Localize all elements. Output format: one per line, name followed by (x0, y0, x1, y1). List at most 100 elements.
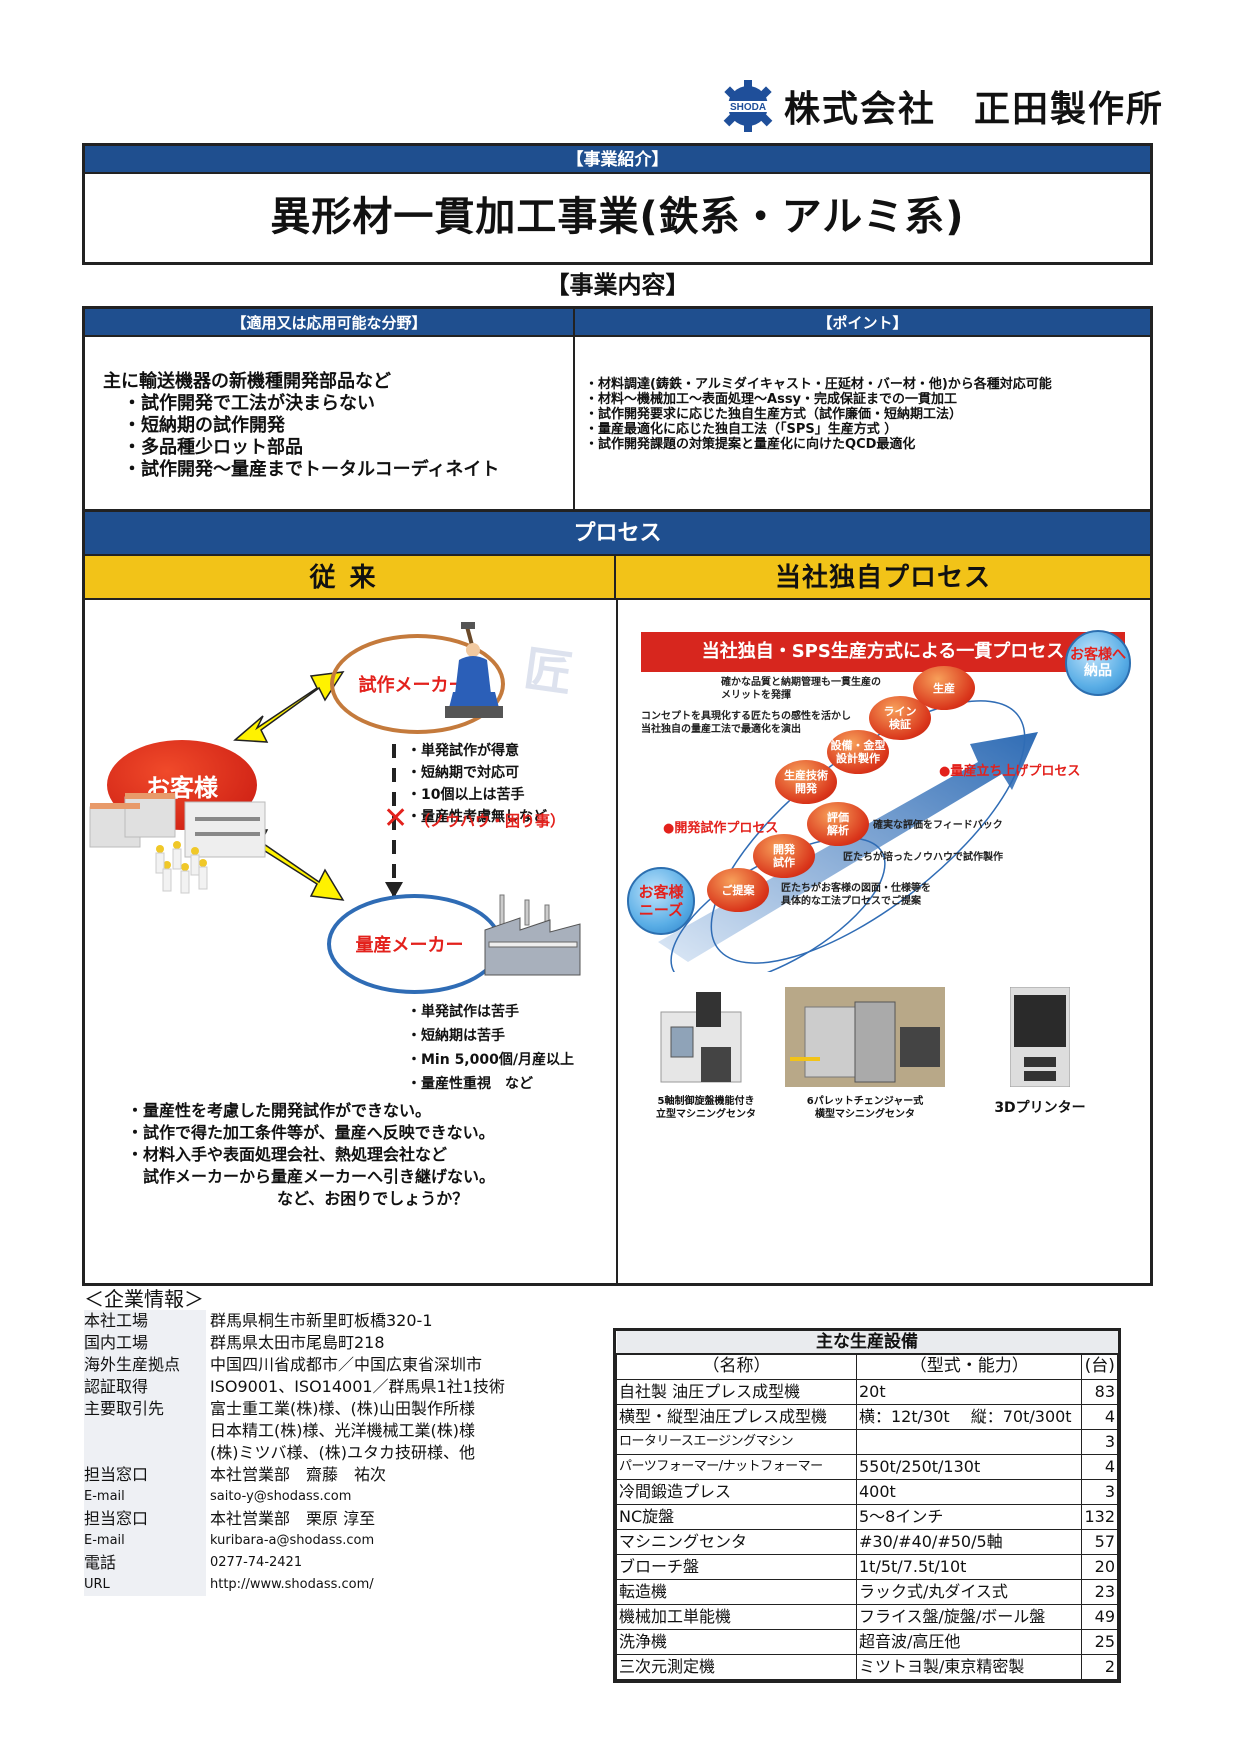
machine-caption: 横型マシニングセンタ (815, 1109, 915, 1120)
website-link[interactable]: http://www.shodass.com/ (210, 1577, 374, 1592)
points-header: 【ポイント】 (575, 309, 1150, 337)
equipment-spec: 400t (855, 1478, 1083, 1505)
equipment-name: 冷間鍛造プレス (616, 1478, 857, 1505)
mass-production-maker-notes: ・単発試作は苦手 ・短納期は苦手 ・Min 5,000個/月産以上 ・量産性重視… (407, 1000, 574, 1096)
list-item: 量産最適化に応じた独自工法（「SPS」生産方式 ） (585, 422, 1150, 437)
equipment-name: 機械加工単能機 (616, 1603, 857, 1630)
equipment-name: パーツフォーマー/ナットフォーマー (616, 1453, 857, 1480)
step-production: 生産 (913, 666, 975, 710)
proposal-note: 匠たちがお客様の図面・仕様等を 具体的な工法プロセスでご提案 (781, 882, 931, 908)
equipment-count: 57 (1081, 1528, 1118, 1555)
info-label: E-mail (84, 1486, 206, 1508)
problem-item: ・材料入手や表面処理会社、熱処理会社など (127, 1145, 448, 1164)
list-item: 試作開発要求に応じた独自生産方式（試作廉価・短納期工法） (585, 407, 1150, 422)
3d-printer-image (1009, 986, 1071, 1088)
equipment-spec: 5～8インチ (855, 1503, 1083, 1530)
info-value: 富士重工業(株)様、(株)山田製作所様 (210, 1399, 475, 1418)
company-info: ＜企業情報＞ 本社工場群馬県桐生市新里町板橋320-1 国内工場群馬県太田市尾島… (84, 1288, 554, 1596)
problem-item: ・試作で得た加工条件等が、量産へ反映できない。 (127, 1123, 495, 1142)
proprietary-header: 当社独自プロセス (616, 556, 1150, 598)
equipment-spec: 横：12t/30t 縦：70t/300t (855, 1403, 1083, 1430)
equipment-name: 横型・縦型油圧プレス成型機 (616, 1403, 857, 1430)
info-row: (株)ミツバ様、(株)ユタカ技研様、他 (84, 1442, 505, 1464)
process-header: プロセス (85, 512, 1150, 556)
dashed-arrow-line (392, 744, 396, 896)
machine-6pallet: 6パレットチェンジャー式 横型マシニングセンタ (785, 987, 945, 1121)
step-line-verification: ライン検証 (869, 696, 931, 740)
info-value: 中国四川省成都市／中国広東省深圳市 (210, 1355, 483, 1374)
bubble-line: お客様へ (1070, 647, 1126, 663)
equipment-count: 2 (1081, 1653, 1118, 1680)
info-row: 国内工場群馬県太田市尾島町218 (84, 1332, 505, 1354)
note-line: メリットを発揮 (721, 690, 791, 701)
prototype-maker-label: 試作メーカー (358, 675, 467, 696)
equipment-count: 132 (1081, 1503, 1118, 1530)
email-link[interactable]: saito-y@shodass.com (210, 1489, 352, 1504)
equipment-name: 自社製 油圧プレス成型機 (616, 1378, 857, 1405)
prototype-maker-notes: ・単発試作が得意 ・短納期で対応可 ・10個以上は苦手 ・量産性考慮無しなど (407, 740, 547, 828)
step-label: 評価 (827, 811, 849, 824)
business-content-section: 【適用又は応用可能な分野】 主に輸送機器の新機種開発部品など ・試作開発で工法が… (82, 306, 1153, 512)
info-value: ISO9001、ISO14001／群馬県1社1技術 (210, 1377, 505, 1396)
prototype-maker-oval: 試作メーカー (330, 634, 505, 734)
company-name: 株式会社 正田製作所 (784, 89, 1165, 130)
applications-header: 【適用又は応用可能な分野】 (85, 309, 573, 337)
equipment-spec (855, 1428, 1083, 1455)
table-header-row: （名称） （型式・能力） (台) (616, 1353, 1118, 1380)
step-equipment-design: 設備・金型設計製作 (827, 730, 889, 774)
knowhow-blocked-label: （ノウハウ・困り事） (415, 812, 566, 830)
applications-column: 【適用又は応用可能な分野】 主に輸送機器の新機種開発部品など ・試作開発で工法が… (85, 309, 575, 509)
info-value: 日本精工(株)様、光洋機械工業(株)様 (210, 1421, 475, 1440)
machine-caption: 6パレットチェンジャー式 (806, 1096, 924, 1107)
machine-5axis: 5軸制御旋盤機能付き 立型マシニングセンタ (641, 987, 771, 1121)
equipment-name: ブローチ盤 (616, 1553, 857, 1580)
equipment-spec: ラック式/丸ダイス式 (855, 1578, 1083, 1605)
info-value: 本社営業部 栗原 淳至 (210, 1509, 376, 1528)
equipment-count: 83 (1081, 1378, 1118, 1405)
problems-list: ・量産性を考慮した開発試作ができない。 ・試作で得た加工条件等が、量産へ反映でき… (127, 1100, 495, 1210)
feedback-note: 確実な評価をフィードバック (873, 820, 1003, 831)
list-item: ・短納期の試作開発 (123, 415, 285, 436)
equipment-name: 三次元測定機 (616, 1653, 857, 1680)
info-label: E-mail (84, 1530, 206, 1552)
step-prototype: 開発試作 (753, 834, 815, 878)
applications-lead: 主に輸送機器の新機種開発部品など (103, 371, 391, 392)
info-label: 国内工場 (84, 1332, 206, 1354)
equipment-spec: 1t/5t/7.5t/10t (855, 1553, 1083, 1580)
info-row: 担当窓口本社営業部 栗原 淳至 (84, 1508, 505, 1530)
problem-item: ・量産性を考慮した開発試作ができない。 (127, 1101, 432, 1120)
note-item: ・量産性重視 など (407, 1076, 533, 1092)
equipment-count: 4 (1081, 1403, 1118, 1430)
info-label: 認証取得 (84, 1376, 206, 1398)
column-header: (台) (1081, 1353, 1118, 1380)
process-columns-header: 従来 当社独自プロセス (85, 556, 1150, 600)
takumi-watermark: 匠 (520, 640, 576, 704)
email-link[interactable]: kuribara-a@shodass.com (210, 1533, 375, 1548)
intro-label: 【事業紹介】 (85, 146, 1150, 174)
vertical-machining-center-image (660, 992, 742, 1083)
info-label (84, 1420, 206, 1442)
note-line: 当社独自の量産工法で最適化を演出 (641, 724, 801, 735)
step-label: 開発 (795, 782, 817, 795)
step-label: ライン (883, 705, 917, 718)
process-section: プロセス 従来 当社独自プロセス 匠 試作メーカー ・単発試作が得意 ・短納期で (82, 512, 1153, 1286)
problem-item: 試作メーカーから量産メーカーへ引き継げない。 (143, 1167, 496, 1186)
equipment-caption: 主な生産設備 (616, 1331, 1118, 1355)
equipment-name: ロータリースエージングマシン (616, 1428, 857, 1455)
company-logo: SHODA 株式会社 正田製作所 (718, 78, 1164, 134)
equipment-count: 4 (1081, 1453, 1118, 1480)
company-info-table: 本社工場群馬県桐生市新里町板橋320-1 国内工場群馬県太田市尾島町218 海外… (84, 1310, 505, 1596)
horizontal-machining-center-image (785, 987, 945, 1087)
info-value: 本社営業部 齋藤 祐次 (210, 1465, 387, 1484)
step-label: 生産 (933, 681, 955, 695)
step-label: 生産技術 (784, 769, 828, 782)
svg-text:SHODA: SHODA (730, 102, 766, 113)
